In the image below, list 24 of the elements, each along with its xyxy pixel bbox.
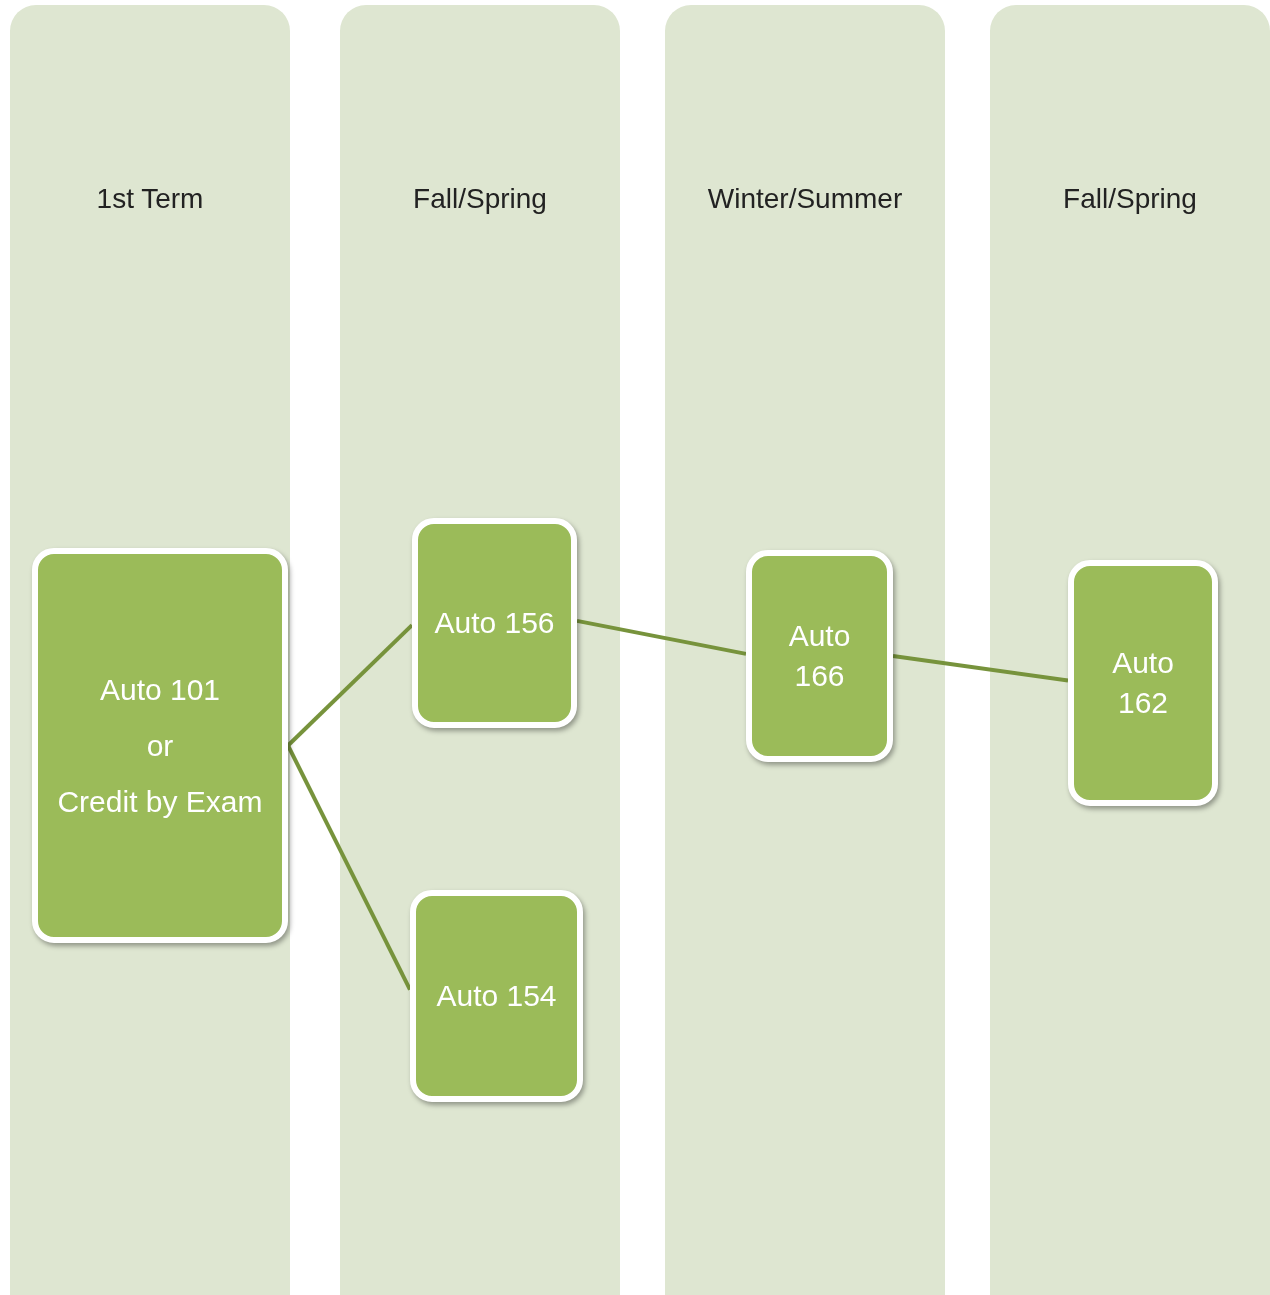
course-box xyxy=(746,550,893,762)
term-heading: Fall/Spring xyxy=(413,183,547,215)
term-column xyxy=(10,5,290,1295)
course-label: Auto 166 xyxy=(787,617,852,694)
term-heading: 1st Term xyxy=(96,183,204,215)
term-column xyxy=(665,5,945,1295)
term-column xyxy=(340,5,620,1295)
term-column xyxy=(990,5,1270,1295)
term-heading: Fall/Spring xyxy=(1063,183,1197,215)
course-label: Auto 101 xyxy=(99,672,221,707)
connector-line xyxy=(286,744,412,991)
course-box xyxy=(32,548,288,943)
course-label: Auto 156 xyxy=(434,606,555,640)
course-box xyxy=(1068,560,1218,806)
course-label: Auto 162 xyxy=(1111,644,1175,721)
course-label: Credit by Exam xyxy=(57,784,263,819)
term-heading: Winter/Summer xyxy=(707,183,903,215)
course-label: or xyxy=(146,728,174,763)
connector-line xyxy=(892,654,1069,683)
connector-line xyxy=(576,618,747,656)
connector-line xyxy=(286,623,414,747)
course-label: Auto 154 xyxy=(436,979,557,1013)
course-box xyxy=(410,890,583,1102)
course-box xyxy=(412,518,577,728)
